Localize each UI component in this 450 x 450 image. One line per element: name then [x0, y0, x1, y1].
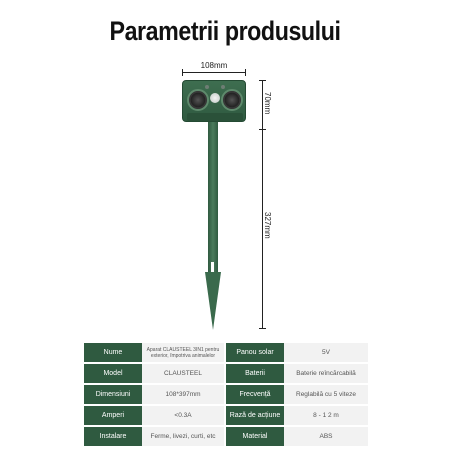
- spec-label: Panou solar: [226, 343, 284, 362]
- speaker-right: [221, 89, 243, 111]
- table-row: Model CLAUSTEEL Baterii Baterie reîncărc…: [84, 364, 368, 383]
- specs-table: Nume Aparat CLAUSTEEL 3IN1 pentru exteri…: [84, 343, 368, 448]
- spec-label: Frecvență: [226, 385, 284, 404]
- spec-label: Dimensiuni: [84, 385, 142, 404]
- table-row: Instalare Ferme, livezi, curti, etc Mate…: [84, 427, 368, 446]
- width-dimension-label: 108mm: [200, 61, 228, 70]
- stem-slot: [211, 262, 214, 276]
- spec-label: Amperi: [84, 406, 142, 425]
- spec-label: Baterii: [226, 364, 284, 383]
- head-height-dimension-label: 70mm: [263, 92, 272, 115]
- spec-value: CLAUSTEEL: [142, 364, 224, 383]
- page-title: Parametrii produsului: [109, 16, 341, 46]
- table-row: Dimensiuni 108*397mm Frecvență Reglabilă…: [84, 385, 368, 404]
- spec-label: Nume: [84, 343, 142, 362]
- spec-value: Aparat CLAUSTEEL 3IN1 pentru exterior, î…: [142, 343, 224, 362]
- total-height-dimension-label: 327mm: [263, 212, 272, 239]
- table-row: Amperi <0.3A Rază de acțiune 8 - 1 2 m: [84, 406, 368, 425]
- speaker-left: [187, 89, 209, 111]
- spec-value: ABS: [284, 427, 368, 446]
- led-indicator: [221, 85, 225, 89]
- spec-value: 8 - 1 2 m: [284, 406, 368, 425]
- spec-value: 5V: [284, 343, 368, 362]
- spec-label: Rază de acțiune: [226, 406, 284, 425]
- spec-value: 108*397mm: [142, 385, 224, 404]
- spec-label: Material: [226, 427, 284, 446]
- spec-label: Instalare: [84, 427, 142, 446]
- spec-value: <0.3A: [142, 406, 224, 425]
- led-indicator: [205, 85, 209, 89]
- device-stem: [208, 122, 218, 272]
- ground-spike: [205, 272, 221, 330]
- spec-value: Ferme, livezi, curti, etc: [142, 427, 224, 446]
- total-height-dimension-line: [259, 80, 266, 329]
- device-head: [182, 80, 246, 122]
- device-base: [187, 113, 243, 121]
- width-dimension-line: [182, 69, 246, 76]
- motion-sensor: [210, 93, 220, 103]
- spec-value: Reglabilă cu 5 viteze: [284, 385, 368, 404]
- spec-label: Model: [84, 364, 142, 383]
- spec-value: Baterie reîncărcabilă: [284, 364, 368, 383]
- table-row: Nume Aparat CLAUSTEEL 3IN1 pentru exteri…: [84, 343, 368, 362]
